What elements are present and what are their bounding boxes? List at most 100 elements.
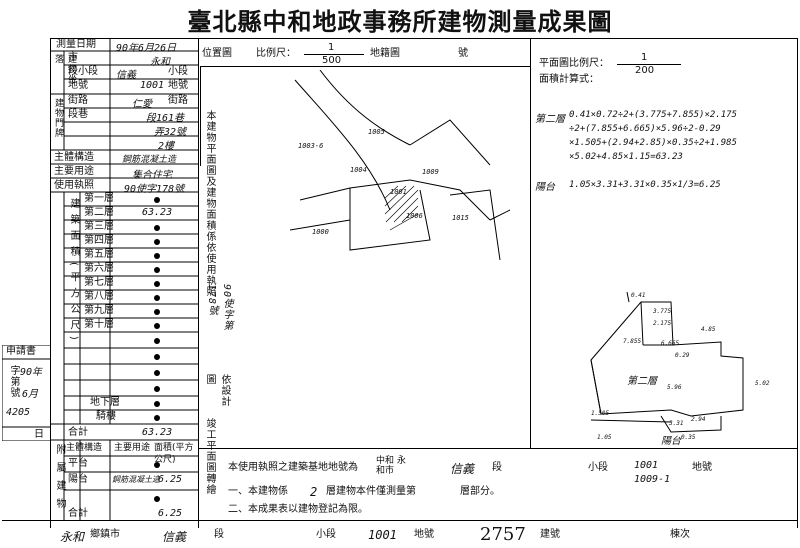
footer-building-no: 2757 [480,524,526,545]
attached-row-use: 平台 [68,458,88,469]
floor-row: 第十層 [82,319,198,333]
note-section: 信義 [450,462,475,476]
floor-plan-drawing [590,291,744,433]
floor-value: 2樓 [158,141,175,152]
lane-value: 段161巷 [146,113,185,124]
applicant-year: 90年 [20,367,43,378]
main-structure-label: 主體構造 [54,152,94,163]
applicant-day: 日 [34,429,44,440]
left-register-table: 測量日期 90年6月26日 建物坐落 永和 市 段小段 信義 小段 地號 100… [50,38,198,520]
lot-number: 1015 [452,214,469,222]
plan-dim: 6.665 [661,340,680,347]
vertical-note-license-no: 90使字第178號 [206,284,232,332]
floor-dot [154,281,160,287]
survey-date-value: 90年6月26日 [116,43,177,54]
floor-row: 第九層 [82,305,198,319]
floor-row: 第三層 [82,221,198,235]
floor-row: 第五層 [82,249,198,263]
floor-dot [154,370,160,376]
attached-total-value: 6.25 [158,508,183,519]
applicant-block: 申請書 字第號 90年 6月 4205 日 [2,345,50,441]
plan-scale-denominator: 200 [635,65,655,76]
section-label: 段小段 [68,66,98,77]
formula-balcony-line: 1.05×3.31+3.31×0.35×1/3=6.25 [569,180,721,190]
map-legend-divider [200,66,201,166]
frame-right [797,38,798,528]
frame-bottom [2,520,798,521]
floor-dot [154,323,160,329]
plan-dim: 0.41 [631,292,646,299]
area-formula-label: 面積計算式： [539,74,599,85]
plan-dim: 4.85 [701,326,716,333]
lot-number: 1005 [368,128,385,136]
floor-row: 第一層 [82,193,198,207]
floor-row: 第六層 [82,263,198,277]
floor-dot [154,309,160,315]
floor-dot [154,197,160,203]
floor-row [82,365,198,381]
license-value: 90使字178號 [124,184,185,195]
plan-dim: 0.35 [681,434,696,441]
lot-suffix: 地號 [168,80,188,91]
basement-row: 地下層 [82,397,198,411]
note-item-1-post: 層建物本件僅測量第 [326,486,416,497]
floor-plan-panel: 平面圖比例尺： 1 200 面積計算式： 第二層 0.41×0.72÷2+(3.… [531,40,797,448]
alley-value: 弄32號 [154,127,187,138]
plan-floor-label: 第二層 [627,376,657,387]
street-suffix: 街路 [168,95,188,106]
frame-left [50,38,51,528]
floor-dot [154,267,160,273]
map-header-divider [200,66,530,67]
scale-denominator: 500 [322,55,342,66]
plan-balcony-label: 陽台 [661,436,681,447]
cadastral-sketch [290,70,511,261]
attached-group-label: 附屬建物 [54,444,65,516]
floor-dot [154,386,160,392]
plan-dim: 0.29 [675,352,690,359]
right-panel-divider [530,38,531,448]
plan-dim: 7.855 [623,338,642,345]
plan-scale-line [617,64,681,65]
note-lot-1: 1001 [634,460,659,471]
second-floor-area: 63.23 [142,207,173,218]
floor-dot [154,401,160,407]
plan-dim: 2.94 [691,416,706,423]
location-group-label: 建物坐落 [53,54,76,84]
footer-lot: 1001 [368,528,397,542]
footer-lot-label: 地號 [414,529,434,540]
scale-numerator: 1 [328,42,335,53]
applicant-no-label: 字第號 [8,365,19,398]
applicant-grid [2,345,50,441]
plan-dim: 1.05 [597,434,612,441]
plan-dim: 5.96 [667,384,682,391]
note-section-suffix: 段 [492,462,502,473]
land-map-label: 地籍圖 [370,48,400,59]
floor-dot [154,415,160,421]
left-panel-divider [198,38,199,528]
floors-list: 第一層 第二層 63.23 第三層 第四層 第五層 第六層 第七層 第八層 [82,193,198,425]
attached-dot [154,462,160,468]
note-subsection: 小段 [588,462,608,473]
attached-header-use: 主要用途 [114,443,151,453]
arcade-row: 騎樓 [82,411,198,425]
applicant-month: 6月 [22,389,39,400]
lot-label: 地號 [68,80,88,91]
floor-row: 第七層 [82,277,198,291]
license-label: 使用執照 [54,180,94,191]
page-title: 臺北縣中和地政事務所建物測量成果圖 [187,7,613,36]
lot-number: 1003-6 [298,142,324,150]
footer-section-label: 段 [214,529,224,540]
floor-row: 第二層 63.23 [84,207,173,218]
note-item-1-pre: 一、本建物係 [228,486,288,497]
floor-row: 第八層 [82,291,198,305]
attached-header-area: 面積(平方公尺) [154,443,194,465]
attached-total-label: 合計 [68,508,88,519]
footer-section: 信義 [162,530,187,544]
formula-floor-label: 第二層 [535,114,565,125]
floor-dot [154,354,160,360]
applicant-label: 申請書 [6,346,36,357]
note-item-1-tail: 層部分。 [460,486,500,497]
attached-dot [154,496,160,502]
subsection-label: 小段 [168,66,188,77]
lot-number: 1006 [406,212,423,220]
